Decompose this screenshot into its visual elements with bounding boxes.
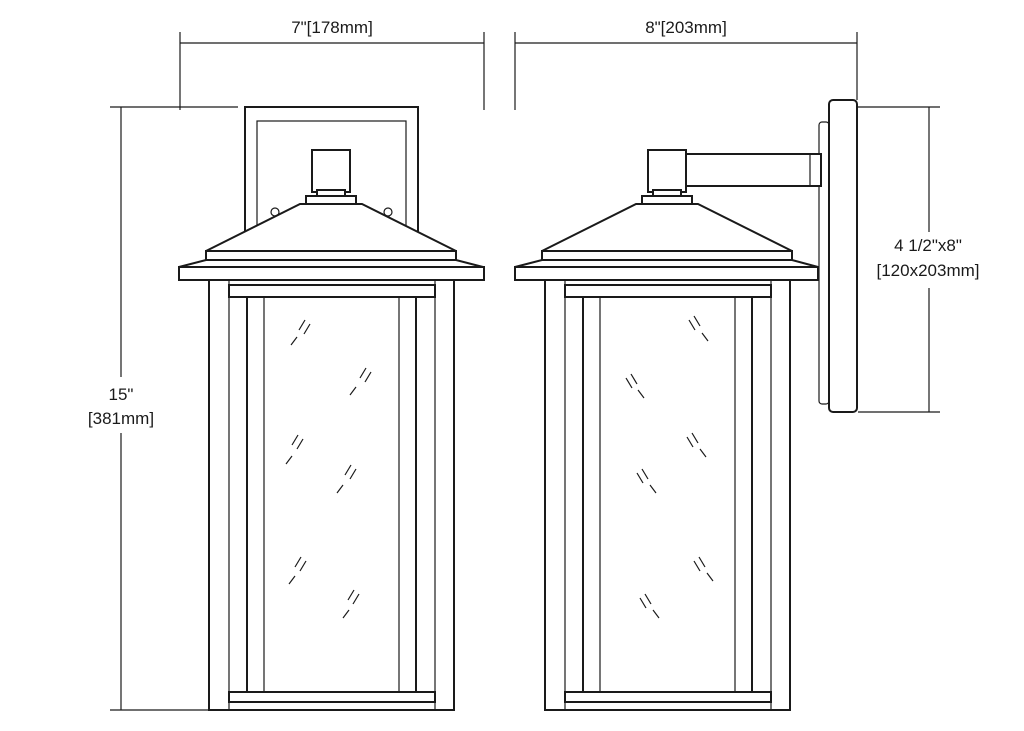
width-side-label: 8"[203mm] bbox=[645, 18, 727, 37]
lantern-front-view bbox=[178, 106, 485, 711]
side-backplate bbox=[828, 99, 858, 413]
front-body-frame bbox=[208, 279, 455, 711]
dimension-height: 15" [381mm] bbox=[88, 106, 238, 711]
front-mount-knob bbox=[311, 149, 351, 193]
height-label-metric: [381mm] bbox=[88, 409, 154, 428]
height-label-imperial: 15" bbox=[109, 385, 134, 404]
front-glass-marks bbox=[285, 319, 372, 619]
dimension-width-front: 7"[178mm] bbox=[179, 18, 485, 110]
side-mount-arm bbox=[684, 153, 822, 187]
backplate-label-imperial: 4 1/2"x8" bbox=[894, 236, 962, 255]
side-glass-marks bbox=[625, 315, 714, 619]
side-mount-knob bbox=[647, 149, 687, 193]
dimension-backplate: 4 1/2"x8" [120x203mm] bbox=[858, 106, 980, 413]
dimension-width-side: 8"[203mm] bbox=[514, 18, 858, 110]
lantern-side-view bbox=[514, 99, 858, 711]
side-body-frame bbox=[544, 279, 791, 711]
backplate-label-metric: [120x203mm] bbox=[877, 261, 980, 280]
width-front-label: 7"[178mm] bbox=[291, 18, 373, 37]
side-roof bbox=[541, 203, 793, 252]
